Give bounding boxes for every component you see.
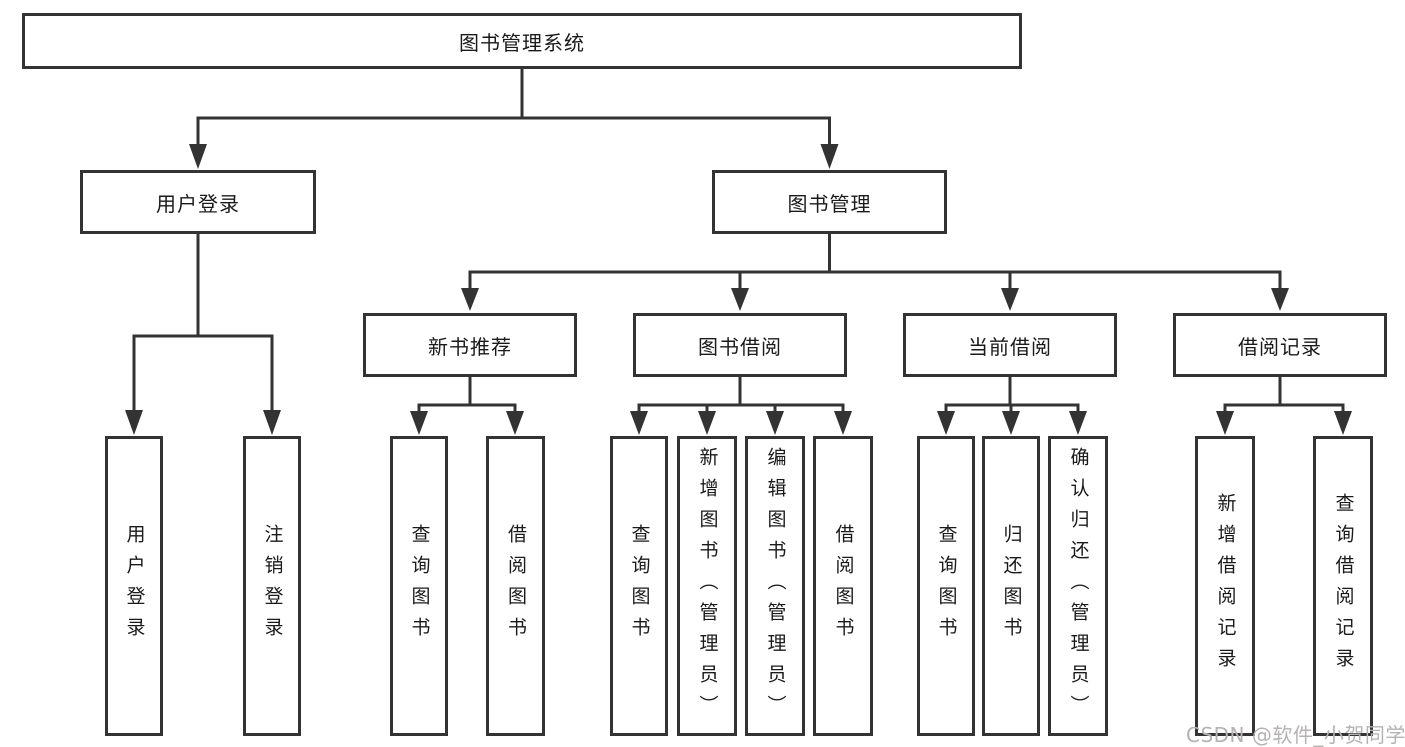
- node-user-login: 用户登录: [80, 170, 316, 234]
- connector-root-to-level2: [189, 68, 839, 169]
- leaf-user-login: 用户登录: [105, 436, 163, 736]
- leaf-query-books-current: 查询图书: [917, 436, 975, 736]
- connector-book-borrow-children: [630, 377, 852, 435]
- leaf-borrow-books: 借阅图书: [813, 436, 873, 736]
- csdn-watermark: CSDN @软件_小贺同学: [1186, 723, 1405, 747]
- leaf-add-borrow-record: 新增借阅记录: [1195, 436, 1255, 736]
- leaf-borrow-books-rec: 借阅图书: [486, 436, 545, 736]
- node-current-borrowing: 当前借阅: [903, 313, 1117, 377]
- leaf-query-borrow-record: 查询借阅记录: [1313, 436, 1373, 736]
- connector-book-mgmt-to-level3: [461, 233, 1289, 311]
- leaf-add-books-admin: 新增图书（管理员）: [677, 436, 737, 736]
- node-root-system: 图书管理系统: [22, 13, 1022, 69]
- node-book-management: 图书管理: [712, 170, 947, 234]
- connector-new-book-rec-children: [410, 377, 524, 435]
- leaf-logout: 注销登录: [243, 436, 301, 736]
- leaf-query-books-rec: 查询图书: [390, 436, 448, 736]
- leaf-return-books: 归还图书: [982, 436, 1040, 736]
- node-book-borrowing: 图书借阅: [633, 313, 847, 377]
- connector-current-borrow-children: [937, 377, 1087, 435]
- connector-user-login-children: [125, 233, 281, 435]
- leaf-edit-books-admin: 编辑图书（管理员）: [745, 436, 805, 736]
- leaf-query-books-borrow: 查询图书: [610, 436, 668, 736]
- node-borrowing-records: 借阅记录: [1173, 313, 1387, 377]
- connector-borrow-record-children: [1216, 377, 1352, 435]
- node-new-book-recommendation: 新书推荐: [363, 313, 577, 377]
- leaf-confirm-return-admin: 确认归还（管理员）: [1048, 436, 1108, 736]
